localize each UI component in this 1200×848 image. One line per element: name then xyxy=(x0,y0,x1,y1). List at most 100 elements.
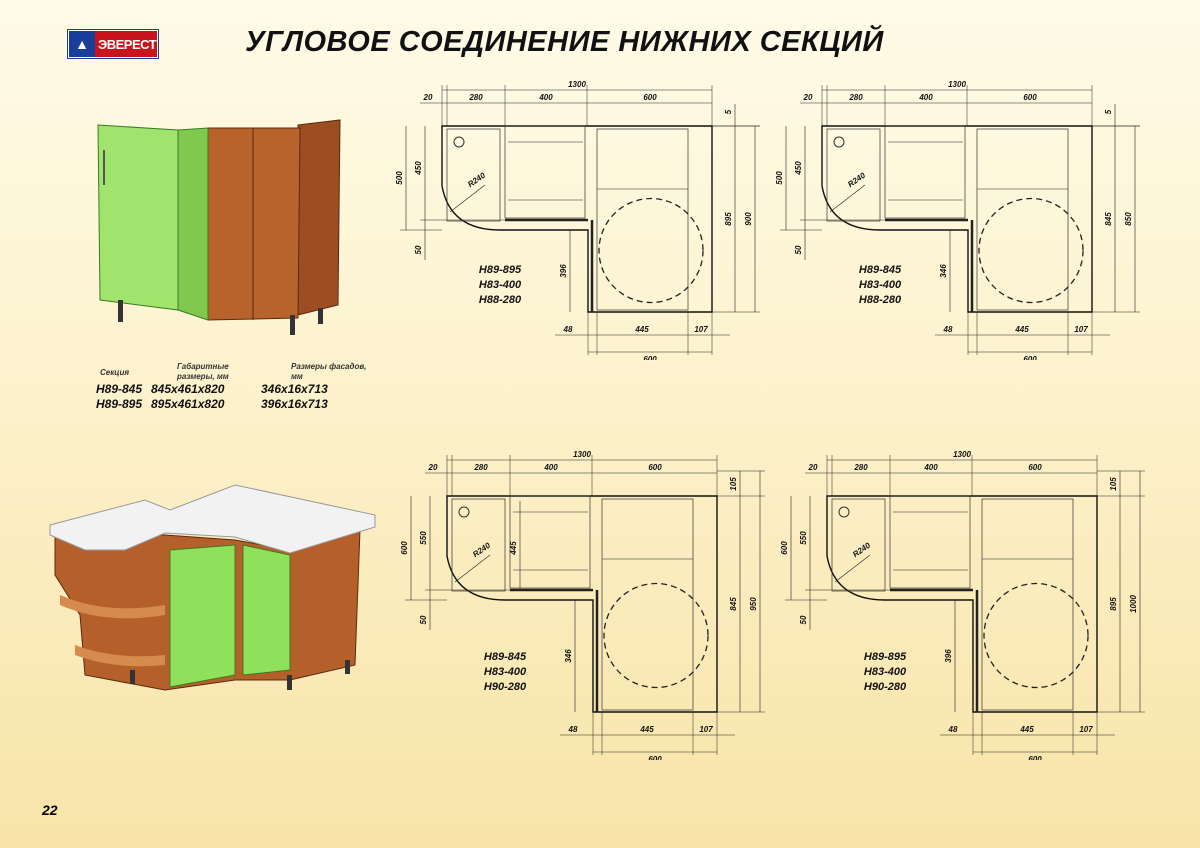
radius-leader xyxy=(454,554,491,583)
dimension-label: 50 xyxy=(794,245,803,254)
dimension-label: 500 xyxy=(395,171,404,185)
page-title: УГЛОВОЕ СОЕДИНЕНИЕ НИЖНИХ СЕКЦИЙ xyxy=(245,26,884,58)
dimension-label: 900 xyxy=(744,212,753,226)
radius-label: R240 xyxy=(851,540,872,559)
dimension-label: 450 xyxy=(414,161,423,176)
dimension-label: 400 xyxy=(538,93,553,102)
dimension-label: 450 xyxy=(794,161,803,176)
dimension-label: 895 xyxy=(724,212,733,226)
section-code: Н89-845 xyxy=(859,264,902,276)
worktop-outline xyxy=(446,495,718,713)
dimension-label: 50 xyxy=(419,615,428,624)
corner-assembly-render xyxy=(49,484,376,691)
dimension-label: 600 xyxy=(643,355,657,360)
dimension-label: 550 xyxy=(419,531,428,545)
cell: 346x16x713 xyxy=(261,382,328,396)
sink-hole xyxy=(458,506,470,518)
dimension-label: 20 xyxy=(803,93,813,102)
dimension-label: 445 xyxy=(1019,725,1034,734)
open-shelf xyxy=(60,595,165,667)
carousel-circle xyxy=(978,197,1084,304)
cabinet-h83 xyxy=(509,495,591,589)
dimension-label: 396 xyxy=(559,264,568,278)
carousel-circle xyxy=(983,582,1089,689)
dimension-label: 48 xyxy=(943,325,953,334)
cell: 845x461x820 xyxy=(151,382,225,396)
radius-label: R240 xyxy=(466,170,487,189)
corner-cabinet-render xyxy=(97,119,341,335)
dimension-label: 895 xyxy=(1109,597,1118,611)
radius-leader xyxy=(834,554,871,583)
dimension-label: 600 xyxy=(1023,93,1037,102)
dimension-label: 48 xyxy=(948,725,958,734)
header-facades: Размеры фасадов, мм xyxy=(291,362,367,381)
dimension-label: 280 xyxy=(848,93,863,102)
dimension-label: 396 xyxy=(944,649,953,663)
dimension-label: 20 xyxy=(808,463,818,472)
cabinet-h89 xyxy=(596,128,689,311)
dimension-label: 1300 xyxy=(948,80,966,89)
section-code: Н89-895 xyxy=(864,651,907,663)
dimension-label: 500 xyxy=(775,171,784,185)
mountain-icon: ▲ xyxy=(69,31,95,57)
section-code: Н90-280 xyxy=(484,681,527,693)
dimension-label: 107 xyxy=(1079,725,1093,734)
dimension-label: 845 xyxy=(729,597,738,611)
cabinet-side-panel xyxy=(297,119,341,316)
dimension-label: 48 xyxy=(563,325,573,334)
dimension-label: 600 xyxy=(780,541,789,555)
glass-door xyxy=(97,124,179,311)
worktop xyxy=(49,484,376,554)
dimension-label: 107 xyxy=(694,325,708,334)
dimension-label: 1300 xyxy=(573,450,591,459)
cell: Н89-845 xyxy=(96,382,143,396)
cabinet-h88 xyxy=(451,498,506,592)
section-code: Н88-280 xyxy=(479,294,522,306)
dimension-label: 600 xyxy=(648,463,662,472)
dimension-label: 400 xyxy=(543,463,558,472)
radius-leader xyxy=(829,184,866,213)
dimension-label: 600 xyxy=(643,93,657,102)
section-code: Н83-400 xyxy=(864,666,907,678)
dimension-label: 1000 xyxy=(1129,595,1138,613)
carousel-circle xyxy=(598,197,704,304)
dimension-label: 107 xyxy=(1074,325,1088,334)
cabinet-h83 xyxy=(884,125,966,219)
dimension-label: 445 xyxy=(1014,325,1029,334)
dimension-label: 600 xyxy=(1028,463,1042,472)
cabinet-h89 xyxy=(976,128,1069,311)
dimension-label: 105 xyxy=(729,477,738,491)
dimension-label: 950 xyxy=(749,597,758,611)
dimension-label: 600 xyxy=(1023,355,1037,360)
section-code: Н83-400 xyxy=(479,279,522,291)
cabinet-front-door xyxy=(207,127,301,321)
dimension-label: 280 xyxy=(473,463,488,472)
dimension-label: 107 xyxy=(699,725,713,734)
glass-side xyxy=(177,127,209,321)
dimension-label: 105 xyxy=(1109,477,1118,491)
section-code: Н89-845 xyxy=(484,651,527,663)
dimension-label: 20 xyxy=(423,93,433,102)
page-number: 22 xyxy=(42,802,58,818)
radius-leader xyxy=(449,184,486,213)
dimension-label: 445 xyxy=(509,541,518,556)
section-code: Н90-280 xyxy=(864,681,907,693)
sink-hole xyxy=(838,506,850,518)
dimension-label: 5 xyxy=(1104,109,1113,114)
radius-label: R240 xyxy=(471,540,492,559)
cell: Н89-895 xyxy=(96,397,143,411)
section-code: Н89-895 xyxy=(479,264,522,276)
cabinet-h83 xyxy=(504,125,586,219)
dimension-label: 600 xyxy=(648,755,662,760)
dimension-label: 5 xyxy=(724,109,733,114)
dimension-label: 1300 xyxy=(953,450,971,459)
dimension-label: 50 xyxy=(414,245,423,254)
dimension-label: 400 xyxy=(923,463,938,472)
carousel-circle xyxy=(603,582,709,689)
dimension-label: 1300 xyxy=(568,80,586,89)
